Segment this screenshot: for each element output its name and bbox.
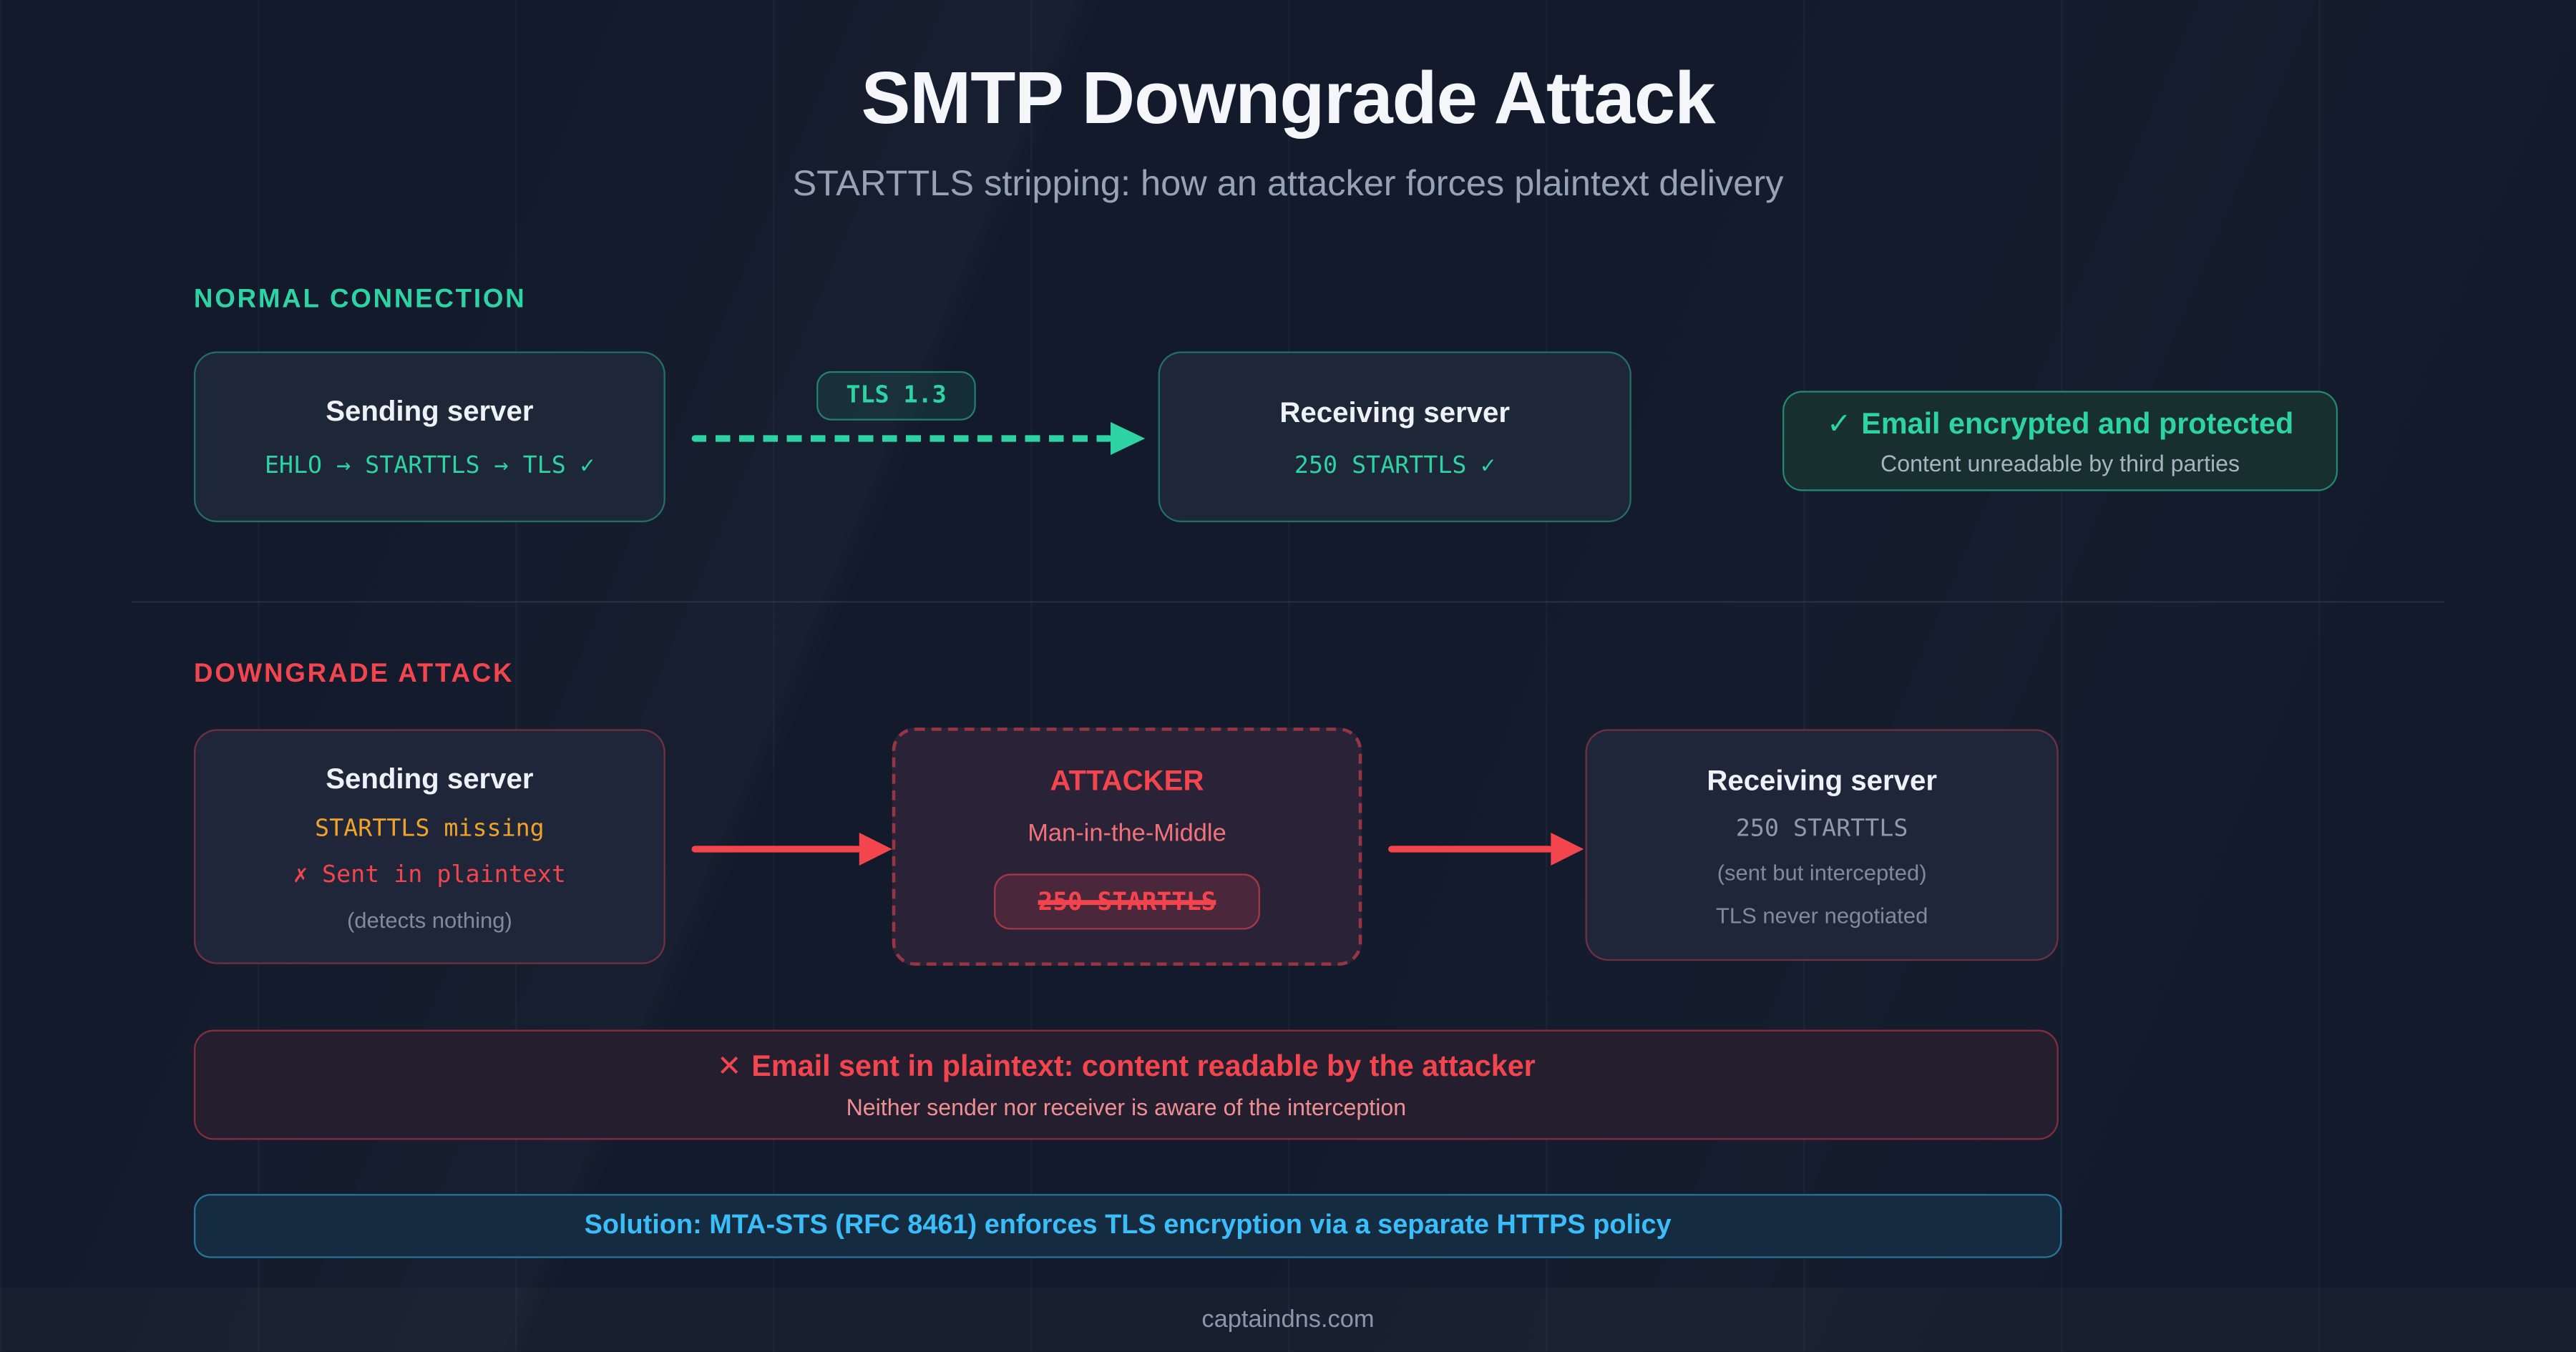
smtp-response-line: 250 STARTTLS ✓ xyxy=(1294,452,1496,479)
node-sending-server-attack: Sending server STARTTLS missing ✗ Sent i… xyxy=(193,729,665,964)
result-title-text: Email encrypted and protected xyxy=(1861,406,2294,440)
node-title: Receiving server xyxy=(1707,763,1937,796)
page-title: SMTP Downgrade Attack xyxy=(861,56,1716,140)
intercepted-connection-arrow-line xyxy=(691,846,862,853)
check-icon: ✓ xyxy=(1826,406,1852,440)
encrypted-connection-arrow-line xyxy=(691,435,1113,442)
arrow-right-icon xyxy=(1551,833,1584,866)
footer: captaindns.com xyxy=(0,1288,2576,1352)
node-note: (sent but intercepted) xyxy=(1717,859,1927,885)
node-receiving-server-normal: Receiving server 250 STARTTLS ✓ xyxy=(1158,351,1631,523)
solution-text: Solution: MTA-STS (RFC 8461) enforces TL… xyxy=(584,1210,1672,1240)
node-title: Receiving server xyxy=(1279,395,1511,428)
node-sending-server-normal: Sending server EHLO → STARTTLS → TLS ✓ xyxy=(193,351,665,523)
result-banner-plaintext: ✕ Email sent in plaintext: content readab… xyxy=(193,1029,2059,1140)
footer-site-name: captaindns.com xyxy=(1201,1306,1375,1334)
node-title: ATTACKER xyxy=(1050,763,1204,797)
cross-icon: ✕ xyxy=(716,1049,742,1083)
smtp-response-line: 250 STARTTLS xyxy=(1735,815,1908,842)
section-label-downgrade-attack: DOWNGRADE ATTACK xyxy=(193,660,514,688)
result-title: ✕ Email sent in plaintext: content readab… xyxy=(717,1049,1536,1084)
stripped-starttls-pill: 250 STARTTLS xyxy=(993,873,1261,930)
starttls-missing-line: STARTTLS missing xyxy=(315,815,545,842)
page-subtitle: STARTTLS stripping: how an attacker forc… xyxy=(792,162,1784,204)
section-label-normal-connection: NORMAL CONNECTION xyxy=(193,285,527,314)
node-attacker-mitm: ATTACKER Man-in-the-Middle 250 STARTTLS xyxy=(892,728,1362,966)
result-subtitle: Neither sender nor receiver is aware of … xyxy=(846,1094,1407,1120)
tls-version-badge: TLS 1.3 xyxy=(816,371,977,421)
node-note: TLS never negotiated xyxy=(1715,902,1928,928)
section-divider xyxy=(131,601,2445,603)
arrow-right-icon xyxy=(1111,422,1146,455)
result-title: ✓ Email encrypted and protected xyxy=(1827,406,2293,441)
attacker-subtitle: Man-in-the-Middle xyxy=(1028,819,1226,848)
smtp-handshake-line: EHLO → STARTTLS → TLS ✓ xyxy=(264,453,595,480)
node-title: Sending server xyxy=(326,761,534,795)
node-note: (detects nothing) xyxy=(346,907,512,932)
node-receiving-server-attack: Receiving server 250 STARTTLS (sent but … xyxy=(1585,729,2059,961)
solution-banner: Solution: MTA-STS (RFC 8461) enforces TL… xyxy=(193,1194,2062,1258)
result-title-text: Email sent in plaintext: content readabl… xyxy=(751,1049,1536,1083)
intercepted-connection-arrow-line xyxy=(1388,846,1553,853)
arrow-right-icon xyxy=(859,833,892,866)
result-banner-encrypted: ✓ Email encrypted and protected Content u… xyxy=(1782,391,2338,491)
node-title: Sending server xyxy=(326,394,534,427)
plaintext-sent-line: ✗ Sent in plaintext xyxy=(293,861,566,888)
result-subtitle: Content unreadable by third parties xyxy=(1880,449,2240,476)
